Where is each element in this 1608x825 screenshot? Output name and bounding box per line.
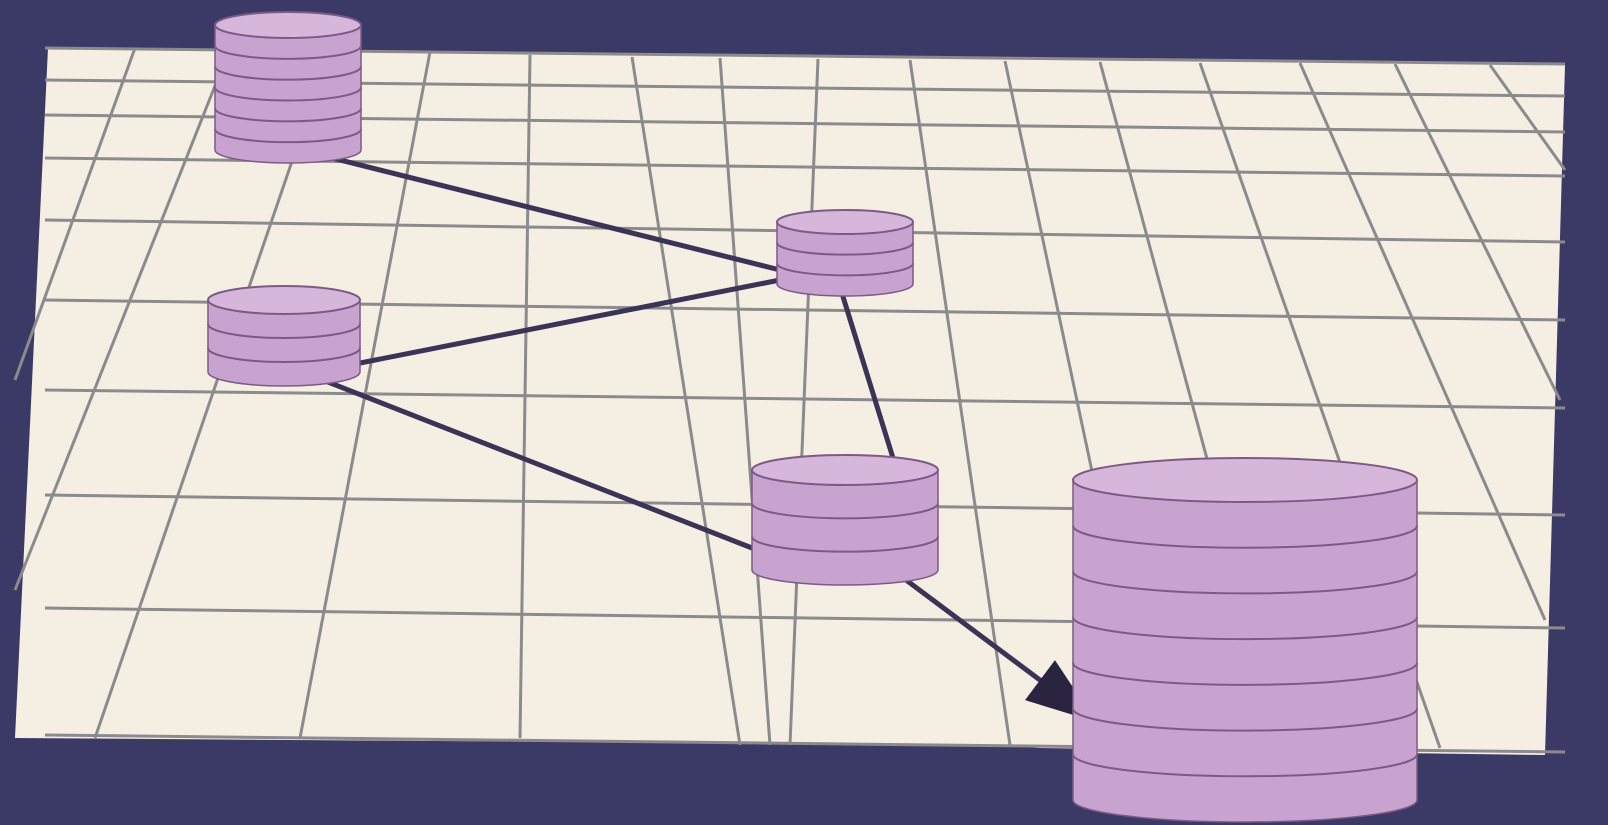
cylinder-body	[752, 470, 938, 585]
database-cylinder-db-top-left	[215, 12, 361, 163]
cylinder-top	[208, 286, 360, 314]
database-cylinder-db-lower-center	[752, 455, 938, 585]
cylinder-top	[777, 210, 913, 234]
database-cylinder-db-center	[777, 210, 913, 296]
cylinder-top	[752, 455, 938, 485]
database-cylinder-db-large-right	[1073, 458, 1417, 822]
cylinder-top	[1073, 458, 1417, 502]
cylinder-top	[215, 12, 361, 38]
database-cylinder-db-mid-left	[208, 286, 360, 386]
